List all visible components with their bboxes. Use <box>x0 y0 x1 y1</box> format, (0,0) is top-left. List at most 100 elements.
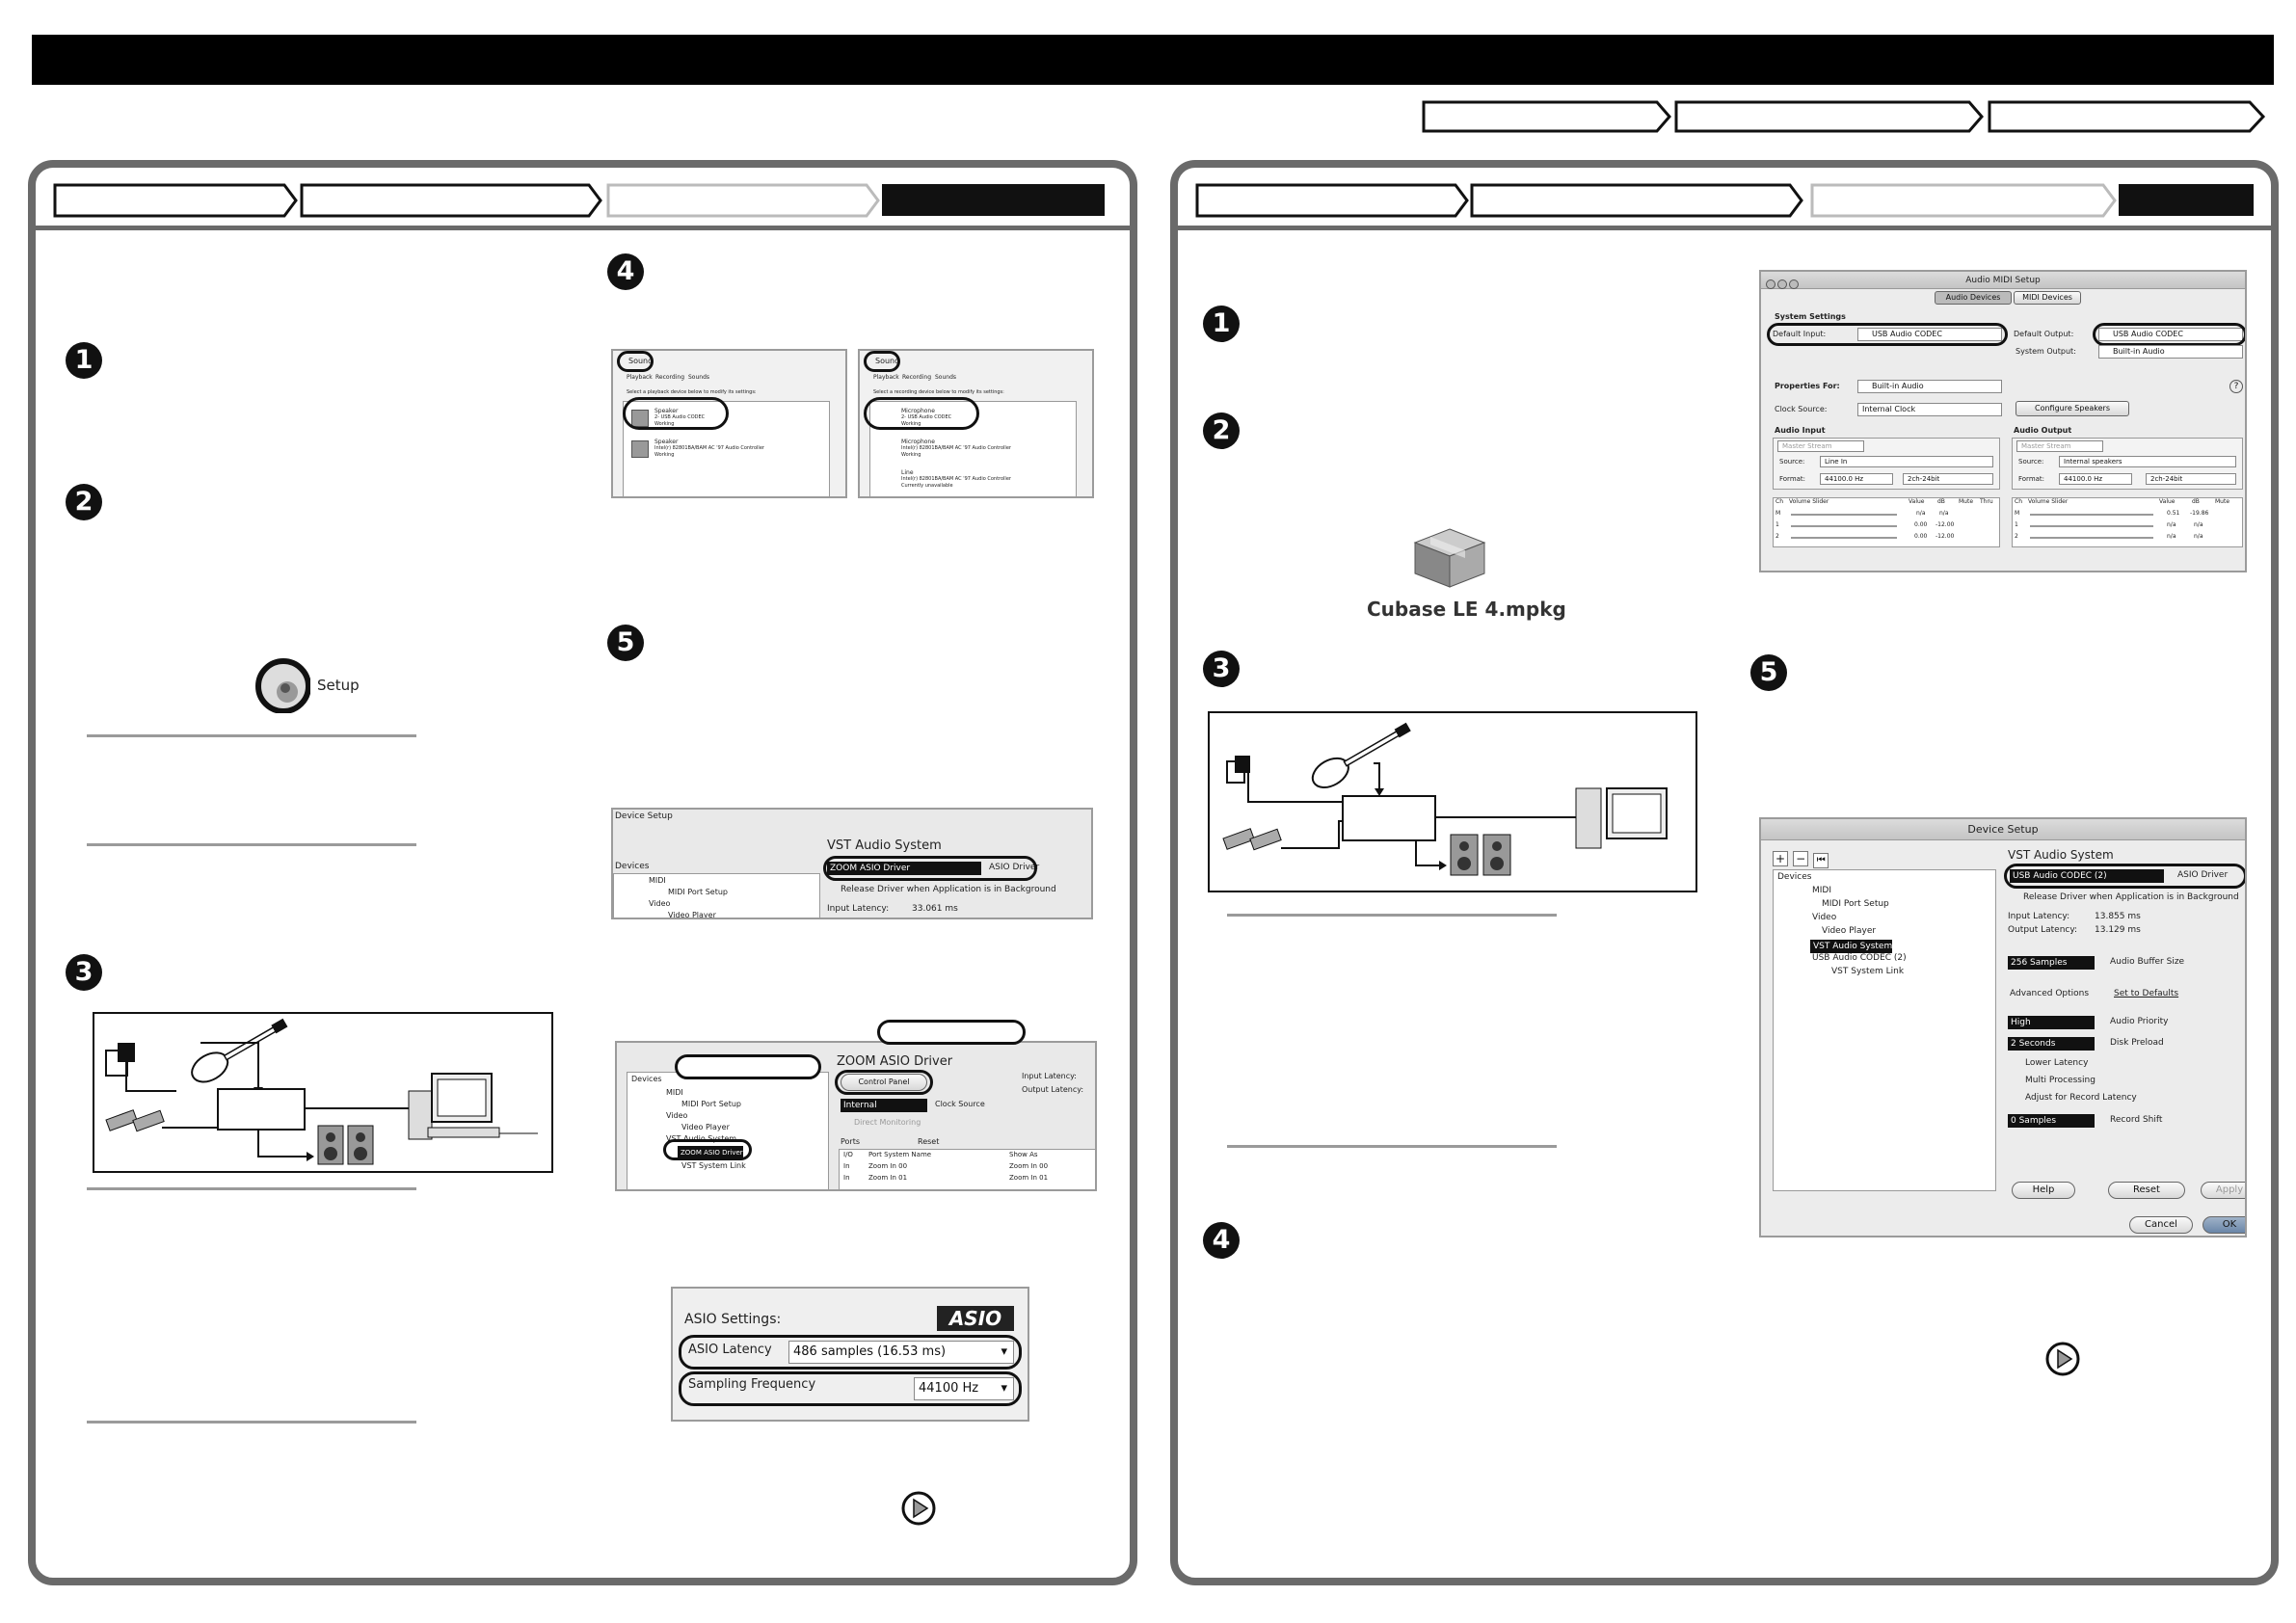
mac-clock-source-label: Clock Source: <box>1775 405 1828 413</box>
zoom-tree-midi-port[interactable]: MIDI Port Setup <box>681 1100 742 1108</box>
mac-input-master-stream[interactable]: Master Stream <box>1777 440 1864 452</box>
mac-output-source-label: Source: <box>2018 458 2044 466</box>
mac-input-format-bits[interactable]: 2ch-24bit <box>1903 473 1993 485</box>
zoom-device-tree: Devices MIDI MIDI Port Setup Video Video… <box>627 1072 829 1189</box>
out-slider-2[interactable] <box>2030 525 2153 527</box>
out-slider-1[interactable] <box>2030 514 2153 516</box>
left-step-1: 1 <box>66 342 102 379</box>
mac-defaults-link[interactable]: Set to Defaults <box>2114 989 2179 998</box>
mac-input-source-select[interactable]: Line In <box>1820 456 1993 467</box>
right-tab-3 <box>1810 183 2119 218</box>
in-mixer-h-thru: Thru <box>1980 498 1993 505</box>
recording-device-3-sub: Intel(r) 82801BA/BAM AC '97 Audio Contro… <box>901 476 1011 482</box>
win-driver-select[interactable]: ZOOM ASIO Driver <box>827 862 981 875</box>
mac-tree-link[interactable]: VST System Link <box>1831 967 1905 976</box>
mac-buffer-select[interactable]: 256 Samples <box>2008 956 2095 970</box>
remove-icon[interactable]: − <box>1793 851 1809 866</box>
zoom-tree-link[interactable]: VST System Link <box>681 1161 746 1170</box>
mac-shift-select[interactable]: 0 Samples <box>2008 1114 2095 1128</box>
next-arrow-icon-right[interactable] <box>2045 1342 2080 1376</box>
out-slider-3[interactable] <box>2030 537 2153 539</box>
playback-instruction: Select a playback device below to modify… <box>627 389 757 395</box>
sampling-frequency-select[interactable]: 44100 Hz ▾ <box>914 1377 1014 1400</box>
out-mixer-h-ch: Ch <box>2015 498 2022 505</box>
in-mixer-r3-val: 0.00 <box>1914 533 1928 540</box>
out-mixer-r2-db: n/a <box>2194 521 2203 528</box>
mac-tree-vst[interactable]: VST Audio System <box>1810 940 1893 953</box>
mac-input-format-rate[interactable]: 44100.0 Hz <box>1820 473 1893 485</box>
mac-adjust-latency[interactable]: Adjust for Record Latency <box>2025 1093 2137 1103</box>
win-tree-midi-port[interactable]: MIDI Port Setup <box>668 888 729 896</box>
rec-sounds-tab[interactable]: Sounds <box>935 374 957 381</box>
in-mixer-h-mute: Mute <box>1959 498 1974 505</box>
ports-row-1-name: Zoom In 00 <box>868 1162 908 1170</box>
mac-apply-button[interactable]: Apply <box>2201 1182 2245 1199</box>
in-slider-3[interactable] <box>1791 537 1897 539</box>
zoom-tree-video[interactable]: Video <box>666 1111 688 1120</box>
mac-lower-latency[interactable]: Lower Latency <box>2025 1058 2089 1068</box>
mac-system-output-label: System Output: <box>2016 347 2076 356</box>
right-step-3: 3 <box>1203 651 1240 687</box>
mac-tree-codec[interactable]: USB Audio CODEC (2) <box>1812 953 1907 963</box>
mac-properties-for-select[interactable]: Built-in Audio <box>1857 380 2002 393</box>
mac-multi-processing[interactable]: Multi Processing <box>2025 1076 2096 1085</box>
in-slider-2[interactable] <box>1791 525 1897 527</box>
mac-cancel-button[interactable]: Cancel <box>2129 1216 2193 1234</box>
mac-output-master-stream[interactable]: Master Stream <box>2016 440 2103 452</box>
zoom-driver-title: ZOOM ASIO Driver <box>837 1054 953 1069</box>
mac-help-button[interactable]: Help <box>2012 1182 2075 1199</box>
zoom-tree-video-player[interactable]: Video Player <box>681 1123 730 1131</box>
mac-system-output-select[interactable]: Built-in Audio <box>2098 345 2243 359</box>
help-icon[interactable]: ? <box>2229 380 2243 393</box>
sound-title-oval-2 <box>864 351 900 372</box>
mac-preload-select[interactable]: 2 Seconds <box>2008 1037 2095 1051</box>
mac-output-format-rate[interactable]: 44100.0 Hz <box>2059 473 2132 485</box>
tab-audio-devices[interactable]: Audio Devices <box>1935 291 2012 305</box>
next-arrow-icon-left[interactable] <box>901 1491 936 1526</box>
out-mixer-h-db: dB <box>2192 498 2200 505</box>
mac-ok-button[interactable]: OK <box>2203 1216 2245 1234</box>
reset-device-icon[interactable]: ⏮ <box>1813 853 1829 868</box>
win-tree-video-player[interactable]: Video Player <box>668 911 716 919</box>
win-tree-midi[interactable]: MIDI <box>649 876 666 885</box>
zoom-reset-label[interactable]: Reset <box>918 1137 940 1146</box>
in-slider-1[interactable] <box>1791 514 1897 516</box>
configure-speakers-button[interactable]: Configure Speakers <box>2016 401 2129 416</box>
mac-reset-button[interactable]: Reset <box>2108 1182 2185 1199</box>
zoom-tree-midi[interactable]: MIDI <box>666 1088 683 1097</box>
mac-default-input-select[interactable]: USB Audio CODEC <box>1857 328 2002 341</box>
mac-input-source-label: Source: <box>1779 458 1805 466</box>
zoom-direct-monitoring[interactable]: Direct Monitoring <box>854 1118 921 1127</box>
add-icon[interactable]: + <box>1773 851 1788 866</box>
win-tree-video[interactable]: Video <box>649 899 671 908</box>
playback-tab[interactable]: Playback <box>627 374 653 381</box>
rec-recording-tab[interactable]: Recording <box>902 374 932 381</box>
recording-tab[interactable]: Recording <box>655 374 685 381</box>
tab-midi-devices[interactable]: MIDI Devices <box>2014 291 2081 305</box>
mac-output-latency-value: 13.129 ms <box>2095 925 2141 935</box>
mac-clock-source-select[interactable]: Internal Clock <box>1857 403 2002 416</box>
out-mixer-r3-val: n/a <box>2167 533 2176 540</box>
zoom-tree-driver[interactable]: ZOOM ASIO Driver <box>678 1146 743 1159</box>
rec-playback-tab[interactable]: Playback <box>873 374 899 381</box>
mac-output-format-bits[interactable]: 2ch-24bit <box>2146 473 2236 485</box>
playback-device-1-sub: 2- USB Audio CODEC <box>654 414 706 420</box>
asio-latency-label: ASIO Latency <box>688 1343 772 1357</box>
mac-tree-midi-port[interactable]: MIDI Port Setup <box>1822 899 1889 909</box>
win-vst-title: VST Audio System <box>827 838 942 853</box>
zoom-tree-vst[interactable]: VST Audio System <box>666 1134 737 1143</box>
asio-latency-select[interactable]: 486 samples (16.53 ms) ▾ <box>788 1341 1014 1364</box>
sounds-tab[interactable]: Sounds <box>688 374 710 381</box>
mac-tree-video-player[interactable]: Video Player <box>1822 926 1877 936</box>
in-mixer-h-ch: Ch <box>1775 498 1783 505</box>
mac-output-source-select[interactable]: Internal speakers <box>2059 456 2236 467</box>
zoom-clock-select[interactable]: Internal <box>841 1099 927 1112</box>
mac-priority-select[interactable]: High <box>2008 1016 2095 1029</box>
mac-default-output-value: USB Audio CODEC <box>2113 330 2183 338</box>
mac-tree-midi[interactable]: MIDI <box>1812 886 1832 895</box>
mac-tree-video[interactable]: Video <box>1812 913 1837 922</box>
win-input-latency-value: 33.061 ms <box>912 904 958 914</box>
in-mixer-h-slider: Volume Slider <box>1789 498 1829 505</box>
mac-driver-select[interactable]: USB Audio CODEC (2) <box>2010 869 2164 883</box>
right-step-1: 1 <box>1203 306 1240 342</box>
